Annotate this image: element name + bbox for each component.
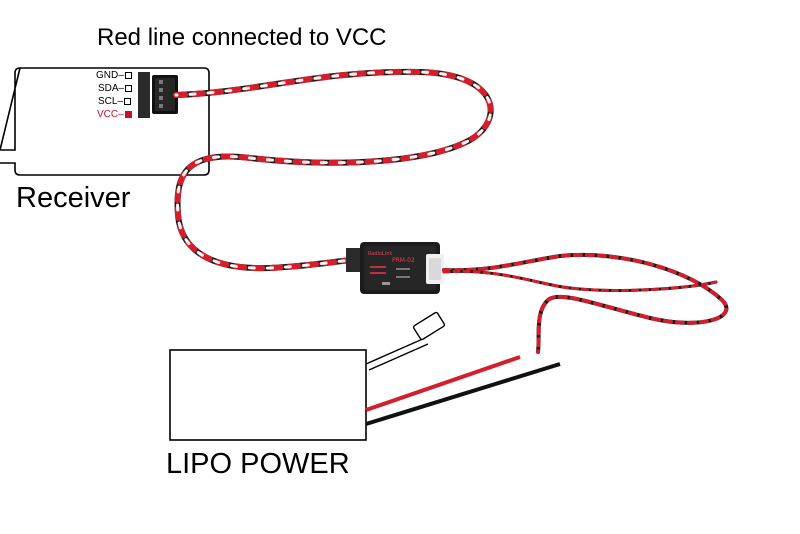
pin-gnd-marker — [124, 72, 132, 79]
receiver-outline — [0, 67, 210, 176]
pin-label-vcc: VCC– — [97, 110, 132, 120]
power-cable — [442, 252, 729, 354]
pin-sda-marker — [125, 85, 133, 92]
receiver-header-connector — [138, 72, 178, 118]
pin-vcc-text: VCC– — [97, 109, 124, 120]
pin-scl-marker — [124, 98, 132, 105]
pin-vcc-marker — [124, 111, 132, 118]
module-brand: RadioLink — [368, 251, 392, 257]
diagram-title: Red line connected to VCC — [97, 24, 387, 51]
pin-label-gnd: GND– — [96, 71, 132, 81]
pin-label-scl: SCL– — [98, 96, 132, 107]
pin-gnd-text: GND– — [96, 70, 124, 81]
lipo-battery — [169, 311, 561, 441]
lipo-power-label: LIPO POWER — [166, 448, 350, 480]
receiver-cable — [173, 68, 494, 272]
receiver-label: Receiver — [16, 182, 131, 214]
pin-label-sda: SDA– — [98, 83, 133, 94]
module-model: PRM-02 — [392, 257, 415, 264]
pin-scl-text: SCL– — [98, 96, 124, 107]
telemetry-module: RadioLink PRM-02 — [346, 242, 444, 294]
pin-sda-text: SDA– — [98, 83, 125, 94]
